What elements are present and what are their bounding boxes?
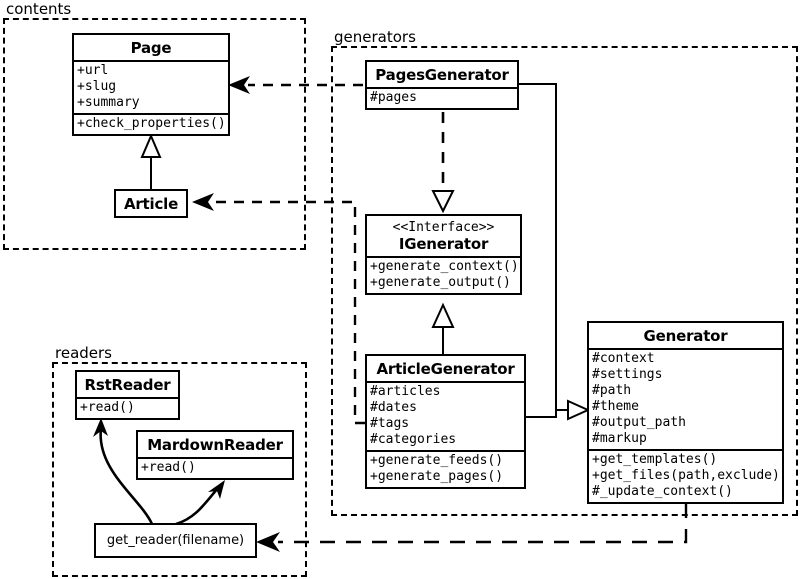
class-generator-attributes: #context #settings #path #theme #output_… xyxy=(589,348,782,449)
method: +generate_pages() xyxy=(370,469,504,484)
package-generators-label: generators xyxy=(332,28,418,46)
class-igenerator-stereotype: <<Interface>> xyxy=(392,220,495,235)
method: +check_properties() xyxy=(77,116,226,131)
class-page[interactable]: Page +url +slug +summary +check_properti… xyxy=(72,33,230,136)
method: +get_templates() xyxy=(592,452,718,467)
class-article[interactable]: Article xyxy=(114,189,188,218)
class-mardownreader[interactable]: MardownReader +read() xyxy=(136,430,294,480)
class-rstreader-title: RstReader xyxy=(84,376,171,394)
class-igenerator[interactable]: <<Interface>> IGenerator +generate_conte… xyxy=(365,214,522,295)
attribute: #pages xyxy=(370,90,417,105)
attribute: #path xyxy=(592,383,632,398)
class-article-title: Article xyxy=(123,195,179,213)
method: +generate_context() xyxy=(370,259,519,274)
class-page-attributes: +url +slug +summary xyxy=(74,60,228,113)
class-articlegenerator[interactable]: ArticleGenerator #articles #dates #tags … xyxy=(365,354,526,489)
attribute: +summary xyxy=(77,95,140,110)
attribute: #markup xyxy=(592,431,647,446)
attribute: #context xyxy=(592,351,655,366)
class-page-methods: +check_properties() xyxy=(74,113,228,134)
attribute: #tags xyxy=(370,416,410,431)
package-contents xyxy=(3,18,306,250)
class-mardownreader-title: MardownReader xyxy=(147,436,283,454)
method: +get_files(path,exclude) xyxy=(592,468,780,483)
class-articlegenerator-attributes: #articles #dates #tags #categories xyxy=(367,381,524,450)
class-generator-title: Generator xyxy=(643,327,728,345)
class-rstreader[interactable]: RstReader +read() xyxy=(75,370,180,420)
attribute: #articles xyxy=(370,384,441,399)
class-rstreader-methods: +read() xyxy=(77,397,178,418)
class-page-title: Page xyxy=(130,39,172,57)
attribute: #theme xyxy=(592,399,639,414)
attribute: +url xyxy=(77,63,109,78)
class-pagesgenerator[interactable]: PagesGenerator #pages xyxy=(365,60,519,110)
class-generator-methods: +get_templates() +get_files(path,exclude… xyxy=(589,449,782,502)
package-readers xyxy=(52,362,307,577)
package-readers-label: readers xyxy=(53,344,114,362)
class-igenerator-title: IGenerator xyxy=(398,235,489,253)
class-generator[interactable]: Generator #context #settings #path #them… xyxy=(587,321,784,504)
class-pagesgenerator-attributes: #pages xyxy=(367,87,517,108)
class-pagesgenerator-title: PagesGenerator xyxy=(375,66,509,84)
attribute: #categories xyxy=(370,432,457,447)
method: +read() xyxy=(80,400,135,415)
method: #_update_context() xyxy=(592,484,733,499)
method: +generate_feeds() xyxy=(370,453,504,468)
class-mardownreader-methods: +read() xyxy=(138,457,292,478)
class-articlegenerator-title: ArticleGenerator xyxy=(376,360,515,378)
class-get-reader-title: get_reader(filename) xyxy=(106,533,245,548)
class-get-reader-function[interactable]: get_reader(filename) xyxy=(94,523,257,558)
attribute: #output_path xyxy=(592,415,686,430)
class-igenerator-methods: +generate_context() +generate_output() xyxy=(367,256,520,293)
attribute: #settings xyxy=(592,367,663,382)
package-contents-label: contents xyxy=(4,0,74,18)
method: +generate_output() xyxy=(370,275,511,290)
class-articlegenerator-methods: +generate_feeds() +generate_pages() xyxy=(367,450,524,487)
attribute: +slug xyxy=(77,79,117,94)
attribute: #dates xyxy=(370,400,417,415)
method: +read() xyxy=(141,460,196,475)
